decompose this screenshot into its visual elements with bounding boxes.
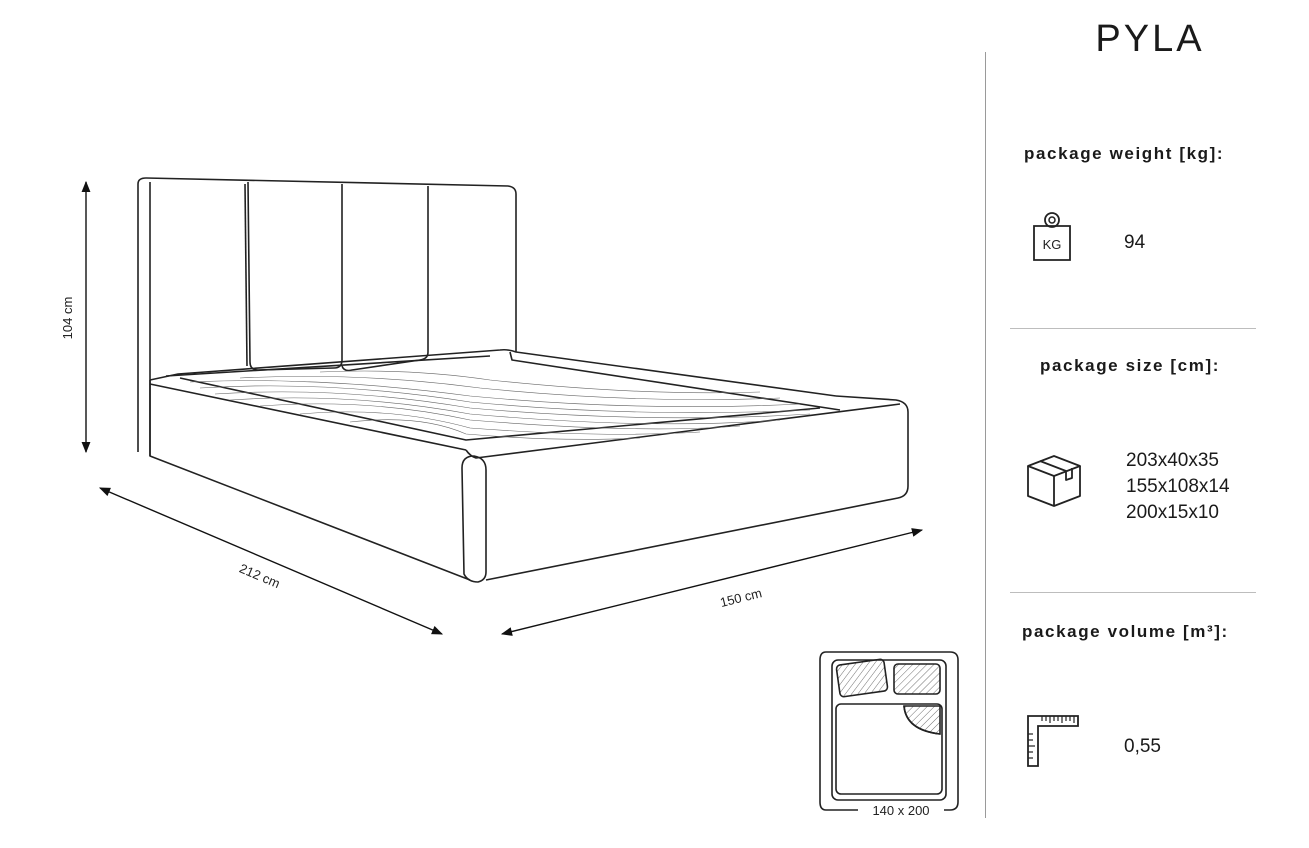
size-values: 203x40x35 155x108x14 200x15x10 — [1126, 448, 1230, 526]
volume-value: 0,55 — [1124, 736, 1161, 757]
size-value-1: 203x40x35 — [1126, 450, 1219, 471]
size-heading: package size [cm]: — [1040, 356, 1220, 375]
separator-1 — [1010, 328, 1256, 329]
length-label: 212 cm — [237, 561, 282, 591]
weight-bag-icon: KG — [1033, 212, 1071, 261]
weight-icon-label: KG — [1043, 237, 1062, 252]
ruler-corner-icon — [1027, 715, 1079, 767]
box-icon — [1027, 455, 1081, 507]
length-arrow — [98, 487, 444, 635]
slat-texture — [189, 370, 811, 440]
height-label: 104 cm — [60, 297, 75, 340]
width-label: 150 cm — [718, 585, 763, 610]
separator-2 — [1010, 592, 1256, 593]
mattress-size-icon — [819, 651, 959, 811]
panel-divider — [985, 52, 986, 818]
volume-heading: package volume [m³]: — [1022, 622, 1229, 641]
weight-heading: package weight [kg]: — [1024, 144, 1225, 163]
bed-outline — [137, 177, 909, 583]
bed-diagram: 104 cm 212 cm 150 cm 140 x 200 — [60, 177, 959, 818]
size-value-3: 200x15x10 — [1126, 502, 1219, 523]
width-arrow — [500, 528, 924, 636]
mattress-size-label: 140 x 200 — [872, 803, 929, 818]
product-title: PYLA — [1095, 18, 1205, 60]
weight-value: 94 — [1124, 232, 1146, 253]
size-value-2: 155x108x14 — [1126, 476, 1230, 497]
